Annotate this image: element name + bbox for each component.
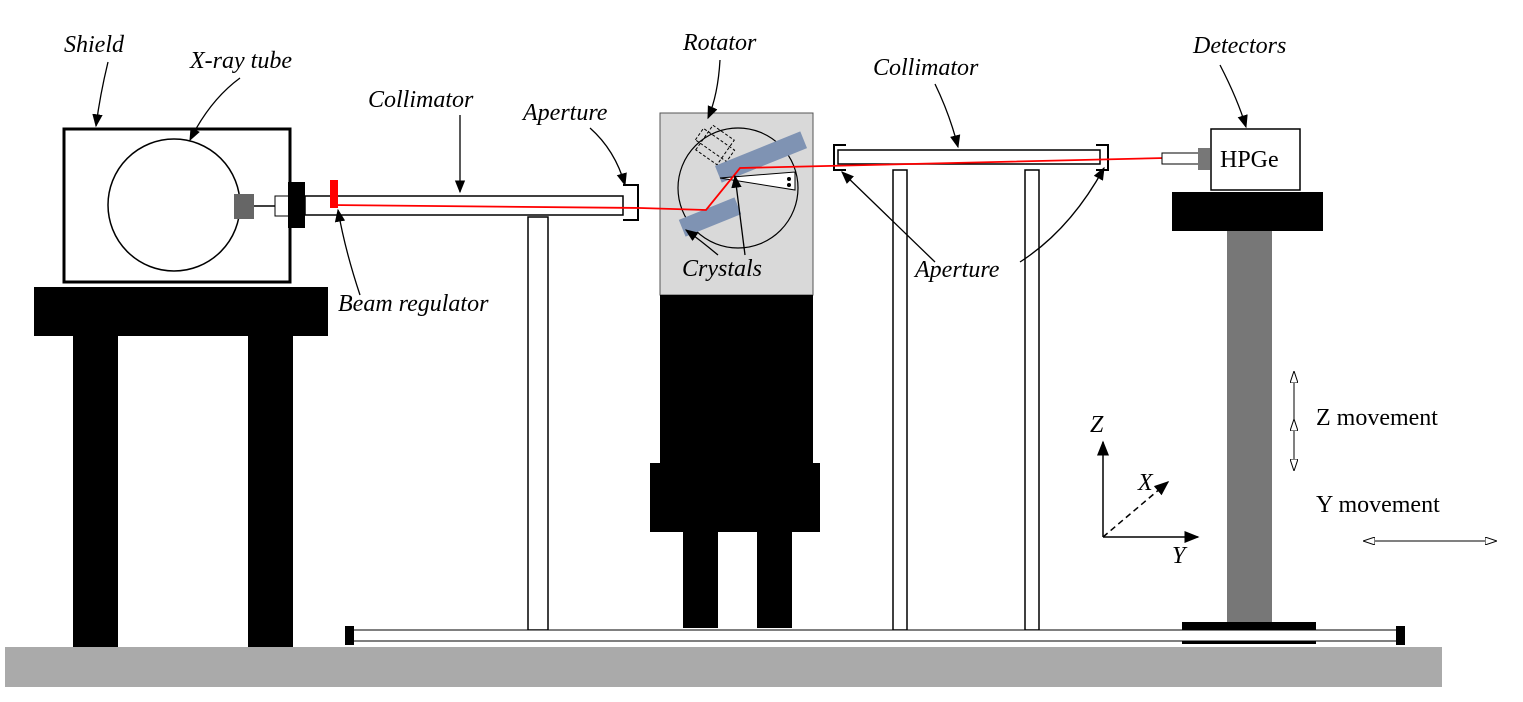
crystals-label: Crystals (682, 256, 762, 282)
table-top (34, 287, 328, 336)
beam-regulator-label: Beam regulator (338, 291, 489, 317)
collimator-left-label: Collimator (368, 87, 474, 113)
y-axis-label: Y (1172, 543, 1188, 569)
xray-tube-label: X-ray tube (189, 48, 292, 74)
rotator-stage (650, 112, 820, 628)
beam-regulator (330, 180, 338, 208)
detector-assembly: HPGe (1161, 128, 1323, 644)
aperture-left-label: Aperture (521, 100, 608, 126)
hpge-label: HPGe (1220, 147, 1279, 173)
shield-label: Shield (64, 32, 125, 58)
anode (234, 194, 254, 219)
z-axis-label: Z (1090, 412, 1104, 438)
coordinate-axes (1097, 440, 1200, 543)
table-leg (73, 336, 118, 647)
detectors-label: Detectors (1192, 33, 1286, 59)
shutter (288, 182, 305, 228)
collimator-right (833, 144, 1109, 631)
xray-source (34, 127, 328, 647)
ground (5, 647, 1442, 687)
table-leg (248, 336, 293, 647)
leader-lines (92, 59, 1248, 296)
collimator-right-label: Collimator (873, 55, 979, 81)
crystal (678, 197, 742, 237)
rail (345, 626, 1405, 645)
aperture-right-label: Aperture (913, 257, 1000, 283)
z-movement-label: Z movement (1316, 405, 1438, 431)
y-movement-label: Y movement (1316, 492, 1440, 518)
stand (527, 216, 549, 631)
collimator-left (304, 184, 639, 631)
xray-beam (329, 157, 1166, 211)
aperture-left (623, 184, 639, 221)
hpge-detector (1210, 128, 1301, 191)
x-axis-label: X (1137, 470, 1154, 496)
rotator-label: Rotator (682, 30, 757, 56)
